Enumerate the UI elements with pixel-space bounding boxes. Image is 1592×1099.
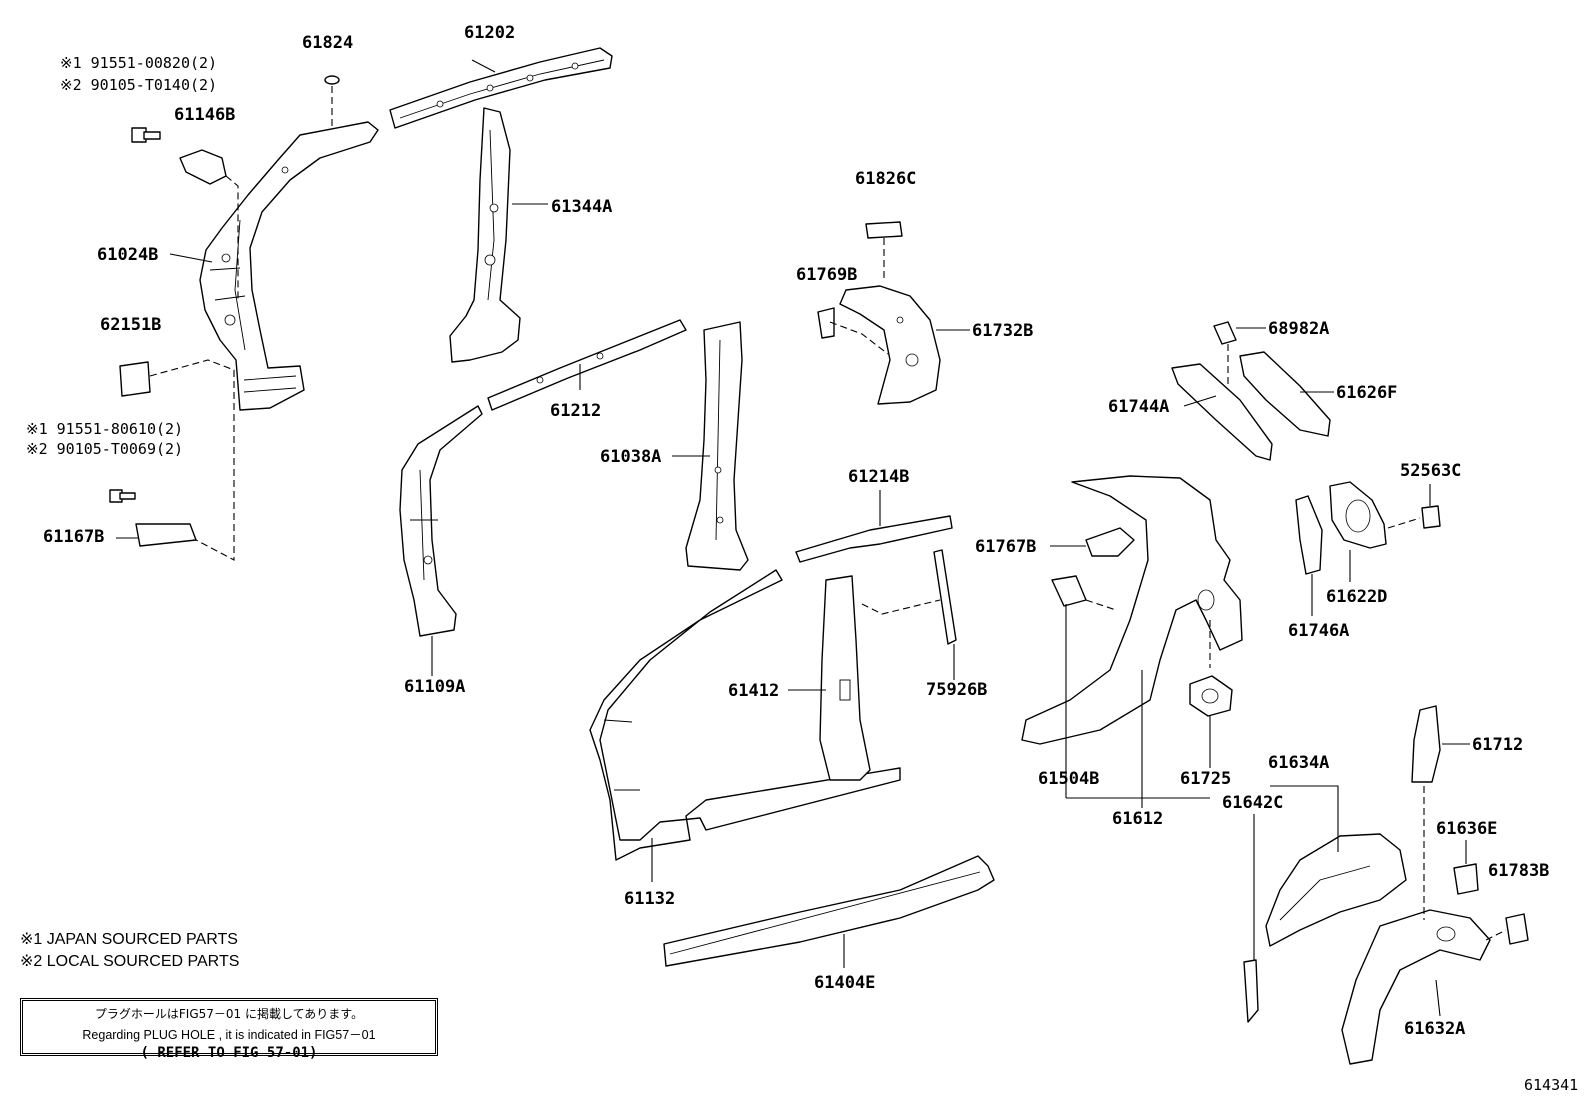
label-61146B: 61146B (174, 105, 235, 125)
part-61746A-extension (1295, 495, 1323, 575)
part-61214B-roof-side (795, 515, 953, 563)
part-61344A-pillar-reinf (449, 107, 521, 363)
legend: ※1 JAPAN SOURCED PARTS ※2 LOCAL SOURCED … (20, 931, 239, 970)
part-61212-roof-inner (487, 319, 687, 411)
part-61167B-reinforcement (135, 523, 197, 547)
part-61636E-bracket (1453, 863, 1479, 895)
part-61732B-quarter-inner (839, 285, 941, 405)
part-61404E-rocker (663, 855, 995, 967)
part-61109A-pillar-lower (399, 405, 483, 637)
label-61167B: 61167B (43, 527, 104, 547)
part-52563C-clip (1421, 505, 1441, 529)
reference-note-box: プラグホールはFIG57－01 に掲載してあります。 Regarding PLU… (20, 998, 438, 1061)
fastener-upper-local: ※2 90105-T0140(2) (60, 76, 217, 94)
part-61712-extension (1411, 705, 1441, 783)
bolt-lower-icon (109, 489, 136, 503)
part-75926B-garnish (933, 549, 957, 645)
label-61744A: 61744A (1108, 397, 1169, 417)
label-52563C: 52563C (1400, 461, 1461, 481)
part-68982A-bracket (1213, 321, 1237, 345)
label-68982A: 68982A (1268, 319, 1329, 339)
label-61634A: 61634A (1268, 753, 1329, 773)
label-61712: 61712 (1472, 735, 1523, 755)
label-61783B: 61783B (1488, 861, 1549, 881)
label-61038A: 61038A (600, 447, 661, 467)
label-61212: 61212 (550, 401, 601, 421)
label-61632A: 61632A (1404, 1019, 1465, 1039)
label-61732B: 61732B (972, 321, 1033, 341)
part-62151B-pad (119, 361, 151, 397)
part-61642C-extension (1243, 959, 1259, 1023)
fastener-lower-japan: ※1 91551-80610(2) (26, 420, 183, 438)
label-61769B: 61769B (796, 265, 857, 285)
fastener-upper-japan: ※1 91551-00820(2) (60, 54, 217, 72)
reference-note-japanese: プラグホールはFIG57－01 に掲載してあります。 (94, 1007, 364, 1021)
part-61504B-bracket (1051, 575, 1087, 607)
fastener-lower-local: ※2 90105-T0069(2) (26, 440, 183, 458)
part-61744A-reinforcement (1171, 363, 1273, 461)
label-61626F: 61626F (1336, 383, 1397, 403)
label-61109A: 61109A (404, 677, 465, 697)
part-61826C-pad (865, 221, 903, 239)
label-61214B: 61214B (848, 467, 909, 487)
label-61824: 61824 (302, 33, 353, 53)
label-61404E: 61404E (814, 973, 875, 993)
bolt-upper-icon (131, 127, 161, 143)
label-61412: 61412 (728, 681, 779, 701)
label-61642C: 61642C (1222, 793, 1283, 813)
part-number-labels: 61824 61202 61146B 61344A 61024B 61826C … (43, 23, 1549, 1039)
label-61132: 61132 (624, 889, 675, 909)
part-61612-quarter-outer (1021, 475, 1243, 745)
part-61202-roof-rail (389, 47, 613, 129)
label-61202: 61202 (464, 23, 515, 43)
label-75926B: 75926B (926, 680, 987, 700)
part-61634A-wheelhouse-inner (1265, 833, 1407, 947)
label-61636E: 61636E (1436, 819, 1497, 839)
part-61824-plug (324, 75, 340, 85)
part-61622D-housing (1329, 481, 1387, 549)
reference-note-fig: ( REFER TO FIG 57-01) (140, 1045, 318, 1061)
part-61769B-bracket (817, 307, 835, 339)
part-61725-fuel-housing (1189, 675, 1233, 717)
legend-local-sourced: ※2 LOCAL SOURCED PARTS (20, 953, 239, 970)
label-62151B: 62151B (100, 315, 161, 335)
label-61622D: 61622D (1326, 587, 1387, 607)
legend-japan-sourced: ※1 JAPAN SOURCED PARTS (20, 931, 238, 948)
label-61826C: 61826C (855, 169, 916, 189)
reference-note-english: Regarding PLUG HOLE , it is indicated in… (82, 1028, 376, 1042)
figure-number: 614341 (1524, 1076, 1578, 1094)
label-61725: 61725 (1180, 769, 1231, 789)
part-61632A-wheelhouse-outer (1341, 909, 1491, 1065)
part-61038A-center-pillar (685, 321, 749, 571)
part-61767B-bracket (1085, 527, 1135, 557)
part-61626F-reinforcement (1239, 351, 1331, 437)
label-61746A: 61746A (1288, 621, 1349, 641)
leader-lines (116, 59, 1507, 1017)
part-61146B-bracket (179, 149, 227, 185)
label-61767B: 61767B (975, 537, 1036, 557)
part-61412-side-outer (589, 569, 901, 861)
label-61024B: 61024B (97, 245, 158, 265)
label-61344A: 61344A (551, 197, 612, 217)
label-61504B: 61504B (1038, 769, 1099, 789)
fastener-labels: ※1 91551-00820(2) ※2 90105-T0140(2) ※1 9… (26, 54, 217, 458)
label-61612: 61612 (1112, 809, 1163, 829)
part-61783B-pad (1505, 913, 1529, 945)
